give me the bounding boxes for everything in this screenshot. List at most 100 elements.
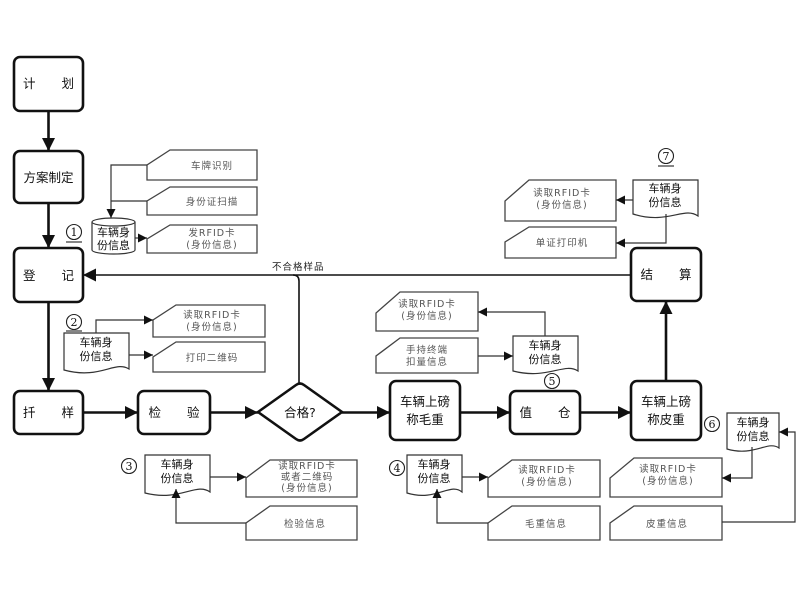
- svg-text:车牌识别: 车牌识别: [191, 160, 233, 172]
- svg-text:皮重信息: 皮重信息: [646, 518, 688, 530]
- vehicle-id-document-3[interactable]: 车辆身 份信息: [144, 454, 211, 496]
- svg-text:(身份信息): (身份信息): [281, 482, 332, 494]
- vehicle-id-document-2[interactable]: 车辆身 份信息: [63, 332, 130, 374]
- card-tare-weight-info[interactable]: 皮重信息: [609, 505, 723, 541]
- svg-text:手持终端: 手持终端: [406, 344, 448, 356]
- svg-text:或者二维码: 或者二维码: [281, 471, 334, 483]
- vehicle-id-document-5[interactable]: 车辆身 份信息: [512, 335, 579, 375]
- step-inspection[interactable]: 检 验: [136, 389, 212, 436]
- step-unload[interactable]: 值 仓: [508, 389, 582, 436]
- svg-text:检验信息: 检验信息: [284, 518, 326, 530]
- svg-text:份信息: 份信息: [649, 195, 682, 209]
- step-gross-weigh-label-line2: 称毛重: [406, 412, 444, 427]
- card-inspection-info[interactable]: 检验信息: [245, 505, 358, 541]
- reject-sample-label: 不合格样品: [272, 261, 325, 273]
- svg-text:7: 7: [663, 150, 670, 163]
- step-register-label: 登 记: [23, 268, 74, 283]
- card-gross-weight-info[interactable]: 毛重信息: [487, 505, 601, 541]
- svg-text:份信息: 份信息: [80, 349, 113, 363]
- svg-text:车辆身: 车辆身: [418, 457, 451, 471]
- svg-text:单证打印机: 单证打印机: [536, 237, 589, 249]
- vehicle-id-database[interactable]: 车辆身 份信息: [91, 217, 136, 255]
- svg-text:打印二维码: 打印二维码: [186, 352, 239, 364]
- connector-inspection-info-to-doc3: [171, 489, 246, 524]
- step-marker-2: 2: [65, 313, 83, 332]
- svg-text:车辆身: 车辆身: [161, 457, 194, 471]
- svg-text:3: 3: [126, 460, 133, 473]
- step-tare-weigh-label-line2: 称皮重: [647, 412, 685, 427]
- svg-text:(身份信息): (身份信息): [186, 239, 237, 251]
- card-document-printer[interactable]: 单证打印机: [504, 226, 617, 259]
- svg-text:车辆身: 车辆身: [737, 415, 770, 429]
- svg-text:6: 6: [709, 418, 716, 431]
- connector-plate-to-database: [106, 164, 147, 218]
- connector-doc2-to-read-rfid: [95, 315, 153, 333]
- step-unload-label: 值 仓: [520, 405, 571, 420]
- step-settlement-label: 结 算: [641, 267, 692, 282]
- vehicle-id-database-line1: 车辆身: [97, 225, 130, 239]
- step-marker-3: 3: [120, 457, 138, 475]
- step-register[interactable]: 登 记: [12, 246, 85, 304]
- vehicle-id-database-line2: 份信息: [97, 238, 130, 252]
- svg-text:读取RFID卡: 读取RFID卡: [398, 298, 456, 310]
- info-group-6: 6 车辆身 份信息 读取RFID卡 (身份信息) 皮重信息: [609, 412, 796, 541]
- vehicle-id-document-4[interactable]: 车辆身 份信息: [406, 454, 463, 496]
- svg-text:份信息: 份信息: [161, 471, 194, 485]
- svg-text:读取RFID卡: 读取RFID卡: [518, 464, 576, 476]
- svg-text:毛重信息: 毛重信息: [525, 518, 567, 530]
- card-read-rfid-or-qrcode[interactable]: 读取RFID卡 或者二维码 (身份信息): [245, 459, 358, 498]
- info-group-3: 3 车辆身 份信息 读取RFID卡 或者二维码 (身份信息) 检验信息: [120, 454, 358, 541]
- card-read-rfid-5[interactable]: 读取RFID卡 (身份信息): [375, 291, 479, 332]
- svg-text:份信息: 份信息: [737, 429, 770, 443]
- step-gross-weigh[interactable]: 车辆上磅 称毛重: [388, 379, 462, 442]
- svg-text:读取RFID卡: 读取RFID卡: [278, 460, 336, 472]
- step-tare-weigh-label-line1: 车辆上磅: [641, 394, 691, 409]
- info-group-7: 7 车辆身 份信息 读取RFID卡 (身份信息) 单证打印机: [504, 147, 699, 259]
- card-read-rfid-7[interactable]: 读取RFID卡 (身份信息): [504, 179, 617, 222]
- svg-text:读取RFID卡: 读取RFID卡: [183, 309, 241, 321]
- svg-text:(身份信息): (身份信息): [536, 199, 587, 211]
- step-gross-weigh-label-line1: 车辆上磅: [400, 394, 450, 409]
- svg-text:车辆身: 车辆身: [649, 181, 682, 195]
- svg-text:(身份信息): (身份信息): [401, 310, 452, 322]
- card-read-rfid-4[interactable]: 读取RFID卡 (身份信息): [487, 459, 601, 498]
- step-sampling[interactable]: 扦 样: [12, 389, 85, 436]
- svg-text:发RFID卡: 发RFID卡: [188, 227, 235, 239]
- svg-text:身份证扫描: 身份证扫描: [186, 196, 239, 208]
- step-scheme-label: 方案制定: [23, 170, 73, 185]
- decision-qualified[interactable]: 合格?: [255, 382, 345, 442]
- step-scheme[interactable]: 方案制定: [12, 149, 85, 205]
- svg-text:份信息: 份信息: [418, 471, 451, 485]
- step-marker-7: 7: [657, 147, 675, 167]
- card-id-scan[interactable]: 身份证扫描: [146, 186, 258, 216]
- svg-text:5: 5: [549, 375, 556, 388]
- svg-text:车辆身: 车辆身: [80, 335, 113, 349]
- card-read-rfid-2[interactable]: 读取RFID卡 (身份信息): [152, 304, 266, 338]
- card-issue-rfid[interactable]: 发RFID卡 (身份信息): [146, 224, 258, 254]
- vehicle-id-document-7[interactable]: 车辆身 份信息: [632, 179, 699, 219]
- svg-text:(身份信息): (身份信息): [642, 475, 693, 487]
- step-tare-weigh[interactable]: 车辆上磅 称皮重: [629, 379, 703, 442]
- connector-gross-info-to-doc4: [432, 489, 488, 524]
- step-marker-6: 6: [703, 415, 721, 433]
- svg-text:读取RFID卡: 读取RFID卡: [533, 187, 591, 199]
- card-plate-recognition[interactable]: 车牌识别: [146, 149, 258, 181]
- card-print-qrcode[interactable]: 打印二维码: [152, 341, 266, 373]
- step-marker-4: 4: [388, 459, 406, 477]
- step-plan[interactable]: 计 划: [12, 55, 85, 113]
- step-settlement[interactable]: 结 算: [629, 246, 703, 303]
- card-handheld-deduction-info[interactable]: 手持终端 扣量信息: [375, 337, 479, 374]
- step-sampling-label: 扦 样: [23, 405, 74, 420]
- card-read-rfid-6[interactable]: 读取RFID卡 (身份信息): [609, 457, 723, 498]
- svg-text:(身份信息): (身份信息): [186, 321, 237, 333]
- svg-text:扣量信息: 扣量信息: [406, 356, 448, 368]
- svg-text:车辆身: 车辆身: [529, 338, 562, 352]
- decision-qualified-label: 合格?: [284, 405, 316, 420]
- info-group-1: 1 车辆身 份信息 车牌识别 身份证扫描 发RFID卡 (身份信息): [65, 149, 258, 255]
- info-group-2: 2 车辆身 份信息 读取RFID卡 (身份信息) 打印二维码: [63, 304, 266, 374]
- connector-doc7-to-printer: [616, 214, 667, 248]
- svg-text:份信息: 份信息: [529, 352, 562, 366]
- vehicle-id-document-6[interactable]: 车辆身 份信息: [726, 412, 780, 452]
- connector-doc6-to-read: [722, 447, 753, 483]
- step-marker-5: 5: [543, 372, 561, 390]
